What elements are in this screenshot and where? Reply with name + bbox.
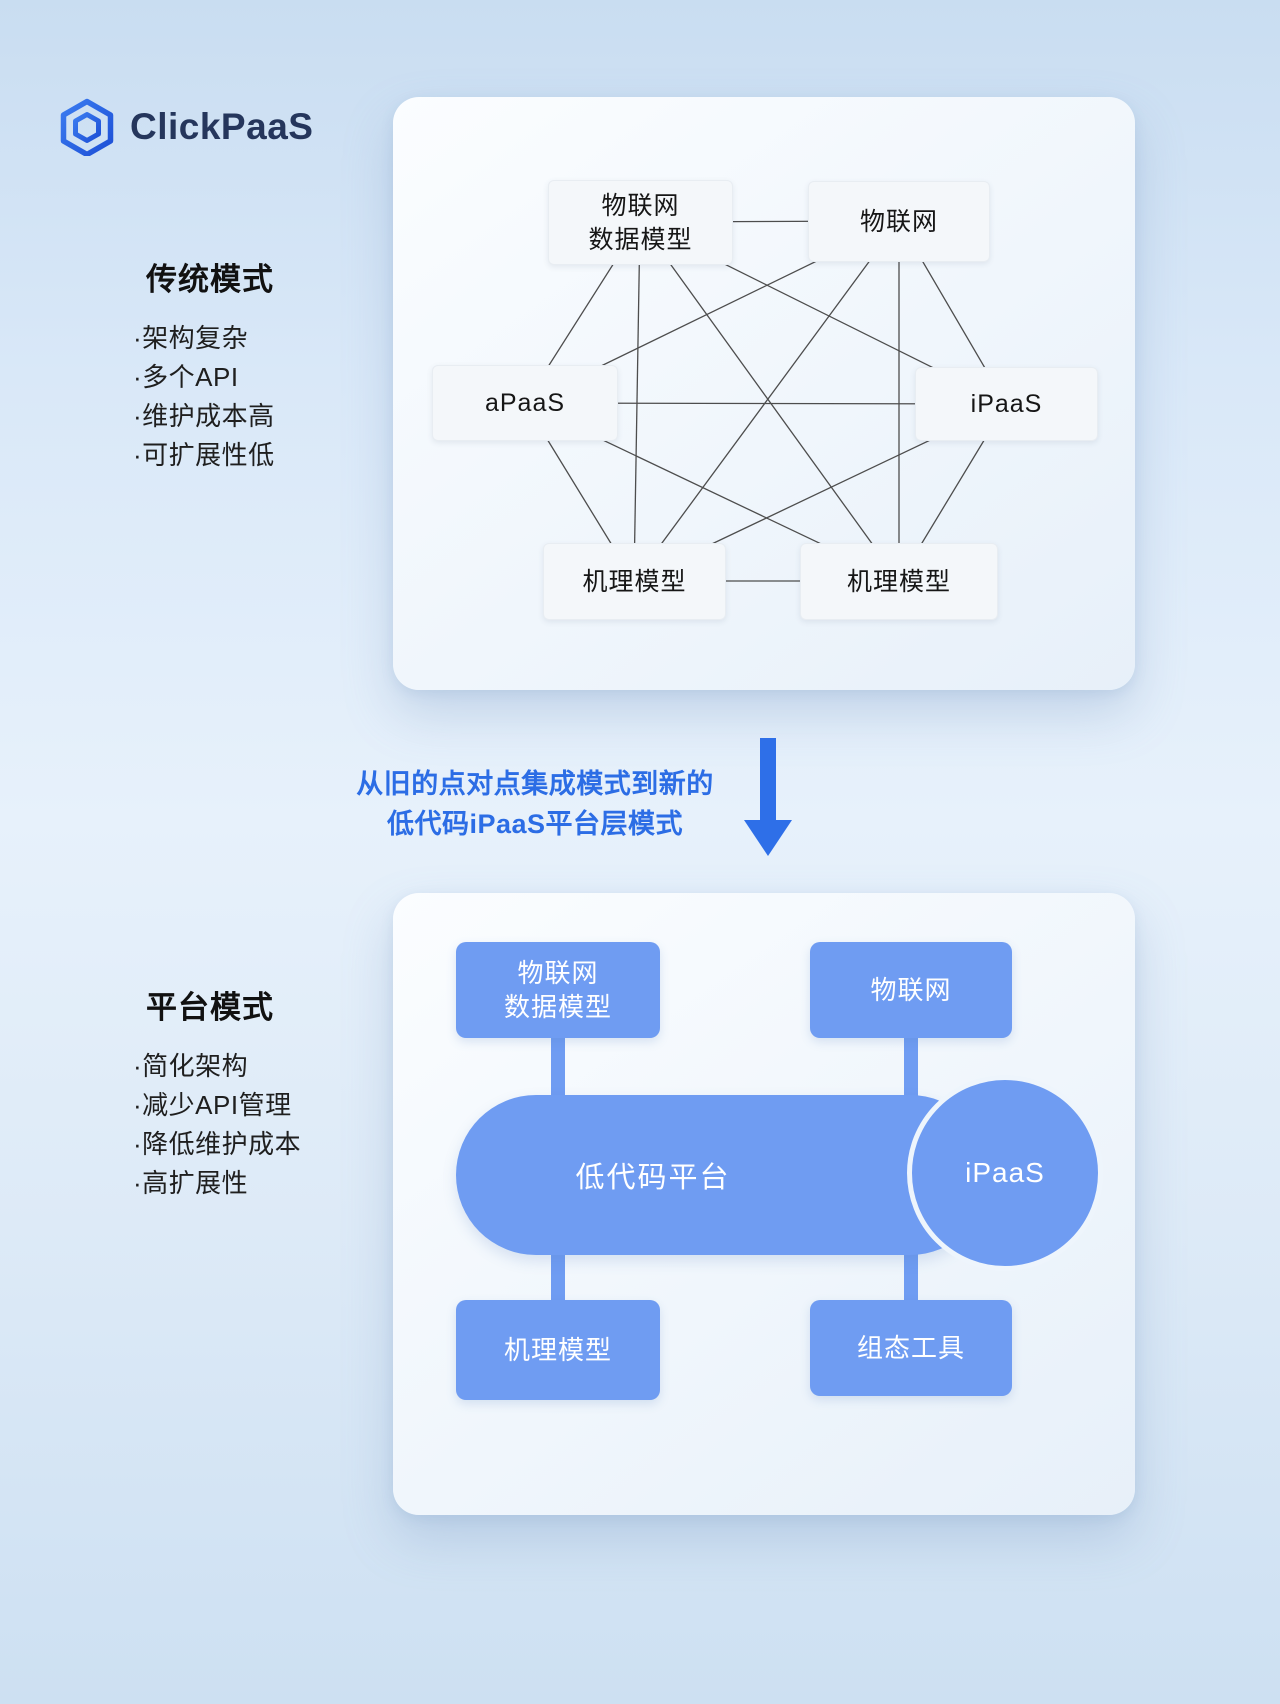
node-mechanism-model-right: 机理模型 [800, 543, 998, 620]
node-iot: 物联网 [808, 181, 990, 262]
node-ipaas: iPaaS [915, 367, 1098, 441]
platform-bullet: ·降低维护成本 [133, 1129, 302, 1159]
platform-diagram-panel: 物联网 数据模型 物联网 低代码平台 iPaaS 机理模型 组态工具 [393, 893, 1135, 1515]
platform-summary: 平台模式 ·简化架构 ·减少API管理 ·降低维护成本 ·高扩展性 [133, 982, 301, 1203]
platform-bullet: ·简化架构 [133, 1051, 249, 1081]
down-arrow-icon [744, 738, 792, 856]
traditional-diagram-panel: 物联网 数据模型 物联网 aPaaS iPaaS 机理模型 机理模型 [393, 97, 1135, 690]
traditional-bullet: ·多个API [133, 362, 239, 392]
connector-top-left [551, 1013, 565, 1113]
platform-bullet: ·减少API管理 [133, 1090, 292, 1120]
traditional-bullet: ·架构复杂 [133, 323, 249, 353]
traditional-bullet: ·可扩展性低 [133, 440, 275, 470]
platform-node-mechanism-model: 机理模型 [456, 1300, 660, 1400]
node-iot-data-model: 物联网 数据模型 [548, 180, 733, 265]
transition-caption: 从旧的点对点集成模式到新的 低代码iPaaS平台层模式 [330, 764, 740, 844]
clickpaas-logo-icon [60, 98, 114, 156]
transition-caption-line2: 低代码iPaaS平台层模式 [386, 809, 684, 839]
platform-bullet: ·高扩展性 [133, 1168, 249, 1198]
platform-node-iot: 物联网 [810, 942, 1012, 1038]
platform-node-config-tools: 组态工具 [810, 1300, 1012, 1396]
brand: ClickPaaS [58, 98, 313, 156]
connector-top-right [904, 1013, 918, 1113]
node-mechanism-model-left: 机理模型 [543, 543, 726, 620]
traditional-bullet: ·维护成本高 [133, 401, 275, 431]
connector-bottom-right [904, 1238, 918, 1318]
brand-name: ClickPaaS [130, 106, 314, 147]
connector-bottom-left [551, 1238, 565, 1318]
ipaas-circle: iPaaS [907, 1075, 1103, 1271]
platform-node-iot-data-model: 物联网 数据模型 [456, 942, 660, 1038]
platform-title: 平台模式 [146, 990, 274, 1025]
low-code-platform-bar: 低代码平台 [456, 1095, 990, 1255]
node-apaas: aPaaS [432, 365, 618, 441]
traditional-title: 传统模式 [146, 262, 274, 297]
transition-caption-line1: 从旧的点对点集成模式到新的 [356, 769, 714, 799]
traditional-summary: 传统模式 ·架构复杂 ·多个API ·维护成本高 ·可扩展性低 [133, 254, 275, 475]
